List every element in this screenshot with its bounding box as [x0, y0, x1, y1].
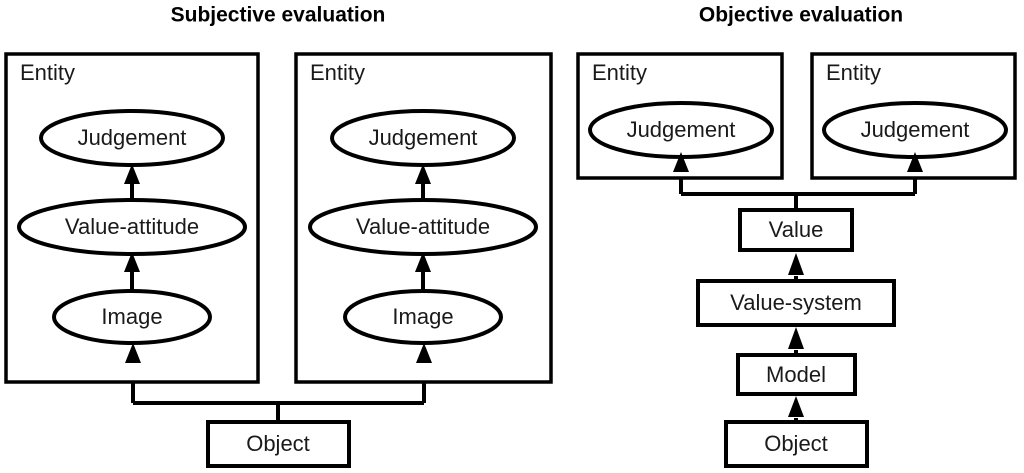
node-value-attitude: Value-attitude [308, 198, 538, 256]
edge-object-to-image [125, 343, 141, 363]
subjective-entity-2: Entity Judgement Value-attitude [294, 52, 553, 384]
edge-object-to-model [788, 396, 804, 422]
edge-image-to-value-attitude [415, 252, 431, 291]
node-label: Image [392, 304, 453, 329]
node-shape [696, 279, 896, 327]
node-shape [343, 289, 503, 345]
node-label: Object [246, 431, 310, 456]
arrowhead-icon [124, 252, 140, 272]
entity-label: Entity [592, 60, 647, 85]
node-label: Judgement [78, 125, 187, 150]
edge-value-attitude-to-judgement [415, 164, 431, 200]
objective-panel-title: Objective evaluation [699, 4, 903, 27]
subjective-panel: Entity Judgement [4, 52, 553, 468]
node-label: Value-attitude [65, 214, 199, 239]
edge-value-to-judgement [907, 152, 923, 172]
node-label: Model [766, 362, 826, 387]
node-shape [738, 208, 854, 252]
node-label: Value [769, 217, 824, 242]
edge-value-system-to-value [788, 253, 804, 281]
arrowhead-icon [907, 152, 923, 172]
node-shape [17, 198, 247, 256]
arrowhead-icon [415, 164, 431, 184]
node-label: Judgement [861, 117, 970, 142]
subjective-panel-title: Subjective evaluation [171, 4, 386, 27]
objective-entity-1: Entity Judgement [576, 52, 784, 180]
edge-value-attitude-to-judgement [124, 164, 140, 200]
node-judgement: Judgement [330, 109, 516, 167]
node-image: Image [52, 289, 212, 345]
node-judgement: Judgement [822, 101, 1008, 159]
node-shape [330, 109, 516, 167]
edge-image-to-value-attitude [124, 252, 140, 291]
node-shape [206, 420, 351, 468]
edge-model-to-value-system [788, 327, 804, 355]
objective-entity-2: Entity Judgement [810, 52, 1017, 180]
objective-node-model: Model [736, 353, 857, 396]
objective-panel: Entity Judgement Entity Judgement [576, 52, 1017, 468]
node-label: Judgement [369, 125, 478, 150]
edge-value-to-judgement [673, 152, 689, 172]
subjective-entity-1: Entity Judgement [4, 52, 260, 384]
arrowhead-icon [124, 164, 140, 184]
node-image: Image [343, 289, 503, 345]
node-shape [39, 109, 225, 167]
subjective-node-object: Object [206, 420, 351, 468]
entity-label: Entity [310, 60, 365, 85]
node-label: Value-attitude [356, 214, 490, 239]
node-shape [308, 198, 538, 256]
node-shape [724, 420, 869, 468]
arrowhead-icon [125, 343, 141, 363]
node-judgement: Judgement [39, 109, 225, 167]
arrowhead-icon [416, 343, 432, 363]
arrowhead-icon [415, 252, 431, 272]
entity-label: Entity [826, 60, 881, 85]
arrowhead-icon [788, 253, 804, 275]
node-label: Value-system [730, 290, 862, 315]
node-label: Judgement [627, 117, 736, 142]
arrowhead-icon [673, 152, 689, 172]
node-shape [52, 289, 212, 345]
edge-object-to-image [416, 343, 432, 363]
node-judgement: Judgement [588, 101, 774, 159]
node-label: Image [101, 304, 162, 329]
objective-node-value-system: Value-system [696, 279, 896, 327]
node-label: Object [764, 431, 828, 456]
objective-node-object: Object [724, 420, 869, 468]
node-shape [736, 353, 857, 396]
arrowhead-icon [788, 327, 804, 349]
arrowhead-icon [788, 396, 804, 417]
objective-node-value: Value [738, 208, 854, 252]
node-value-attitude: Value-attitude [17, 198, 247, 256]
entity-label: Entity [20, 60, 75, 85]
